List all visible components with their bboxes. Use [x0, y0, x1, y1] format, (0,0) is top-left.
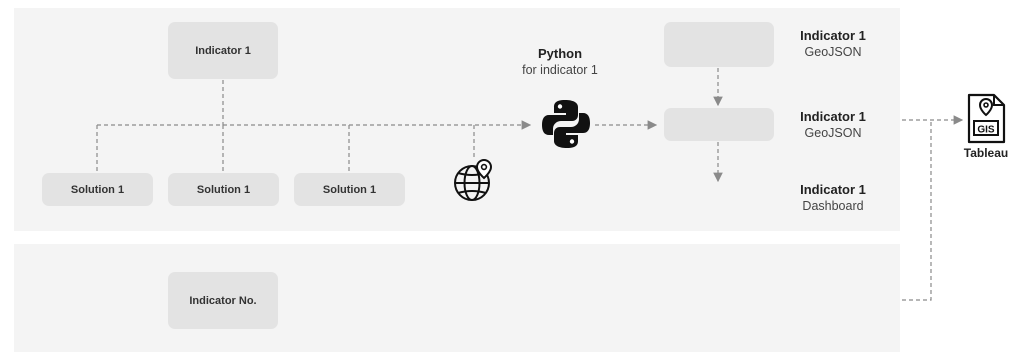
- tableau-text: Tableau: [963, 146, 1009, 160]
- bottom-panel: [14, 244, 900, 352]
- python-subtitle: for indicator 1: [522, 63, 598, 77]
- indicator-no-box: Indicator No.: [168, 272, 278, 329]
- gis-badge-text: GIS: [977, 125, 995, 136]
- indicator-box-label: Indicator 1: [195, 44, 251, 57]
- solution-box: Solution 1: [168, 173, 279, 206]
- output-subtitle: GeoJSON: [804, 45, 862, 59]
- output-label: Indicator 1 GeoJSON: [783, 28, 883, 59]
- python-label: Python for indicator 1: [500, 46, 620, 77]
- output-box-middle: [664, 108, 774, 141]
- solution-box: Solution 1: [294, 173, 405, 206]
- output-title: Indicator 1: [800, 28, 866, 43]
- output-subtitle: GeoJSON: [804, 126, 862, 140]
- output-subtitle: Dashboard: [802, 199, 864, 213]
- python-title: Python: [537, 46, 583, 61]
- output-box-top: [664, 22, 774, 67]
- solution-label: Solution 1: [196, 183, 251, 196]
- output-title: Indicator 1: [800, 109, 866, 124]
- output-label: Indicator 1 Dashboard: [783, 182, 883, 213]
- indicator-box: Indicator 1: [168, 22, 278, 79]
- output-title: Indicator 1: [800, 182, 866, 197]
- gis-document-icon: GIS: [967, 93, 1006, 144]
- globe-pin-icon: [454, 158, 493, 201]
- indicator-no-label: Indicator No.: [189, 294, 257, 307]
- python-logo-icon: [542, 100, 590, 148]
- solution-box: Solution 1: [42, 173, 153, 206]
- output-label: Indicator 1 GeoJSON: [783, 109, 883, 140]
- tableau-label: Tableau: [955, 146, 1017, 160]
- solution-label: Solution 1: [322, 183, 377, 196]
- solution-label: Solution 1: [70, 183, 125, 196]
